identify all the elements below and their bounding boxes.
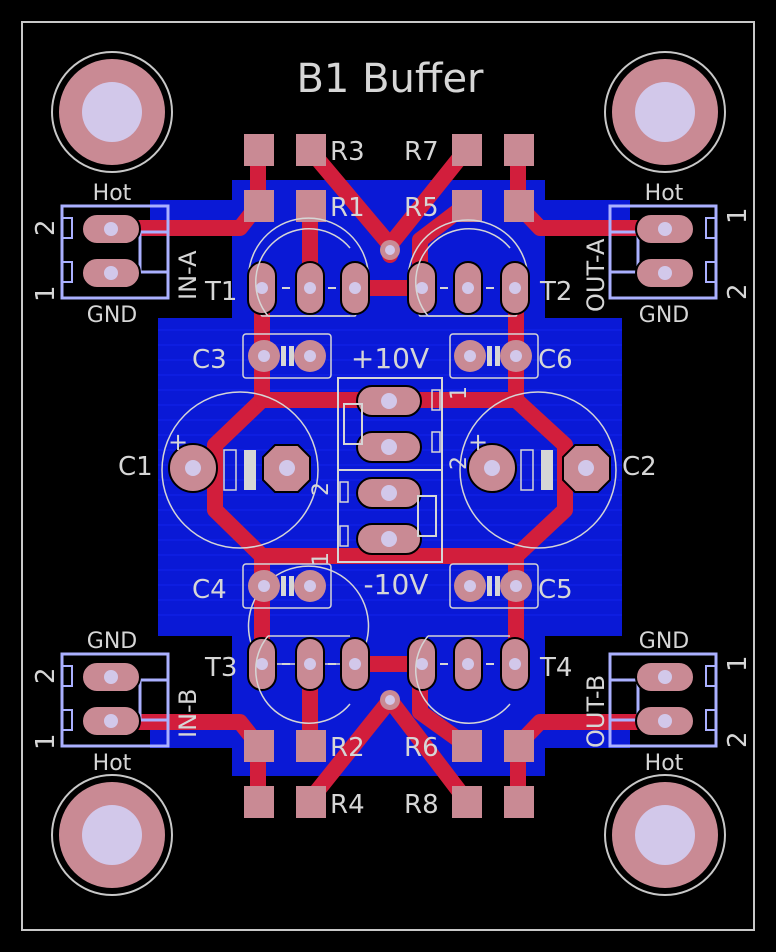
connector-out-a-pin-bottom: 2 (723, 283, 753, 300)
label-r8: R8 (404, 790, 439, 820)
label-c6: C6 (538, 345, 573, 375)
label-r5: R5 (404, 193, 439, 223)
mounting-hole-top-left (51, 51, 173, 173)
label-r7: R7 (404, 137, 439, 167)
connector-in-a-name: IN-A (174, 250, 202, 300)
power-pin1-mark: 1 (447, 386, 472, 400)
capacitor-c4 (242, 563, 332, 609)
connector-in-a-bottom-label: GND (87, 303, 137, 328)
connector-in-b-pin-bottom: 1 (31, 733, 61, 750)
transistor-outlines (254, 227, 511, 725)
connector-in-a (60, 204, 170, 300)
transistor-pin-dashes (282, 287, 494, 665)
label-r3: R3 (330, 137, 365, 167)
connector-in-b-name: IN-B (174, 689, 202, 738)
label-c5: C5 (538, 575, 573, 605)
label-r6: R6 (404, 733, 439, 763)
label-t4: T4 (539, 653, 572, 683)
capacitor-c5 (449, 563, 539, 609)
mounting-holes (51, 51, 726, 896)
label-c4: C4 (192, 575, 227, 605)
connector-in-b-top-label: GND (87, 629, 137, 654)
connector-in-a-pin-top: 2 (31, 219, 61, 236)
power-pin1-mark-lower: 1 (309, 552, 334, 566)
connector-out-b-name: OUT-B (582, 675, 610, 748)
transistor-t4 (407, 637, 530, 691)
label-c1: C1 (118, 452, 153, 482)
transistor-t3 (247, 565, 370, 691)
connector-out-b (608, 652, 718, 748)
board-outline (21, 21, 755, 931)
label-r1: R1 (330, 193, 365, 223)
connector-out-a-pin-top: 1 (723, 207, 753, 224)
plus-mark-c2: + (468, 428, 488, 456)
label-pos-10v: +10V (351, 342, 429, 375)
connector-out-b-bottom-label: Hot (645, 751, 684, 776)
label-t2: T2 (539, 277, 572, 307)
mounting-hole-top-right (604, 51, 726, 173)
power-connector (337, 377, 443, 563)
capacitor-c1 (161, 391, 319, 549)
connector-out-a-bottom-label: GND (639, 303, 689, 328)
connector-in-b (60, 652, 170, 748)
connector-out-a-top-label: Hot (645, 181, 684, 206)
label-c3: C3 (192, 345, 227, 375)
transistor-t2 (407, 219, 530, 317)
capacitor-c3 (242, 333, 332, 379)
plus-mark-c1: + (168, 428, 188, 456)
connector-out-a-name: OUT-A (582, 238, 610, 312)
power-pin2-mark-lower: 2 (309, 482, 334, 496)
mounting-hole-bottom-right (604, 774, 726, 896)
connector-out-b-pin-bottom: 2 (723, 731, 753, 748)
label-r2: R2 (330, 733, 365, 763)
label-t1: T1 (204, 277, 237, 307)
connector-in-b-pin-top: 2 (31, 667, 61, 684)
transistor-t1 (247, 217, 370, 317)
label-neg-10v: -10V (364, 568, 429, 601)
power-pin2-mark: 2 (447, 456, 472, 470)
label-r4: R4 (330, 790, 365, 820)
connector-out-b-top-label: GND (639, 629, 689, 654)
label-c2: C2 (622, 452, 657, 482)
capacitor-c6 (449, 333, 539, 379)
label-t3: T3 (204, 653, 237, 683)
board-title: B1 Buffer (296, 56, 484, 102)
vias (380, 240, 400, 710)
resistor-pads (244, 134, 534, 818)
connector-in-a-pin-bottom: 1 (31, 285, 61, 302)
connector-in-a-top-label: Hot (93, 181, 132, 206)
connector-in-b-bottom-label: Hot (93, 751, 132, 776)
capacitor-c2 (459, 391, 617, 549)
connector-out-b-pin-top: 1 (723, 655, 753, 672)
connector-out-a (608, 204, 718, 300)
mounting-hole-bottom-left (51, 774, 173, 896)
